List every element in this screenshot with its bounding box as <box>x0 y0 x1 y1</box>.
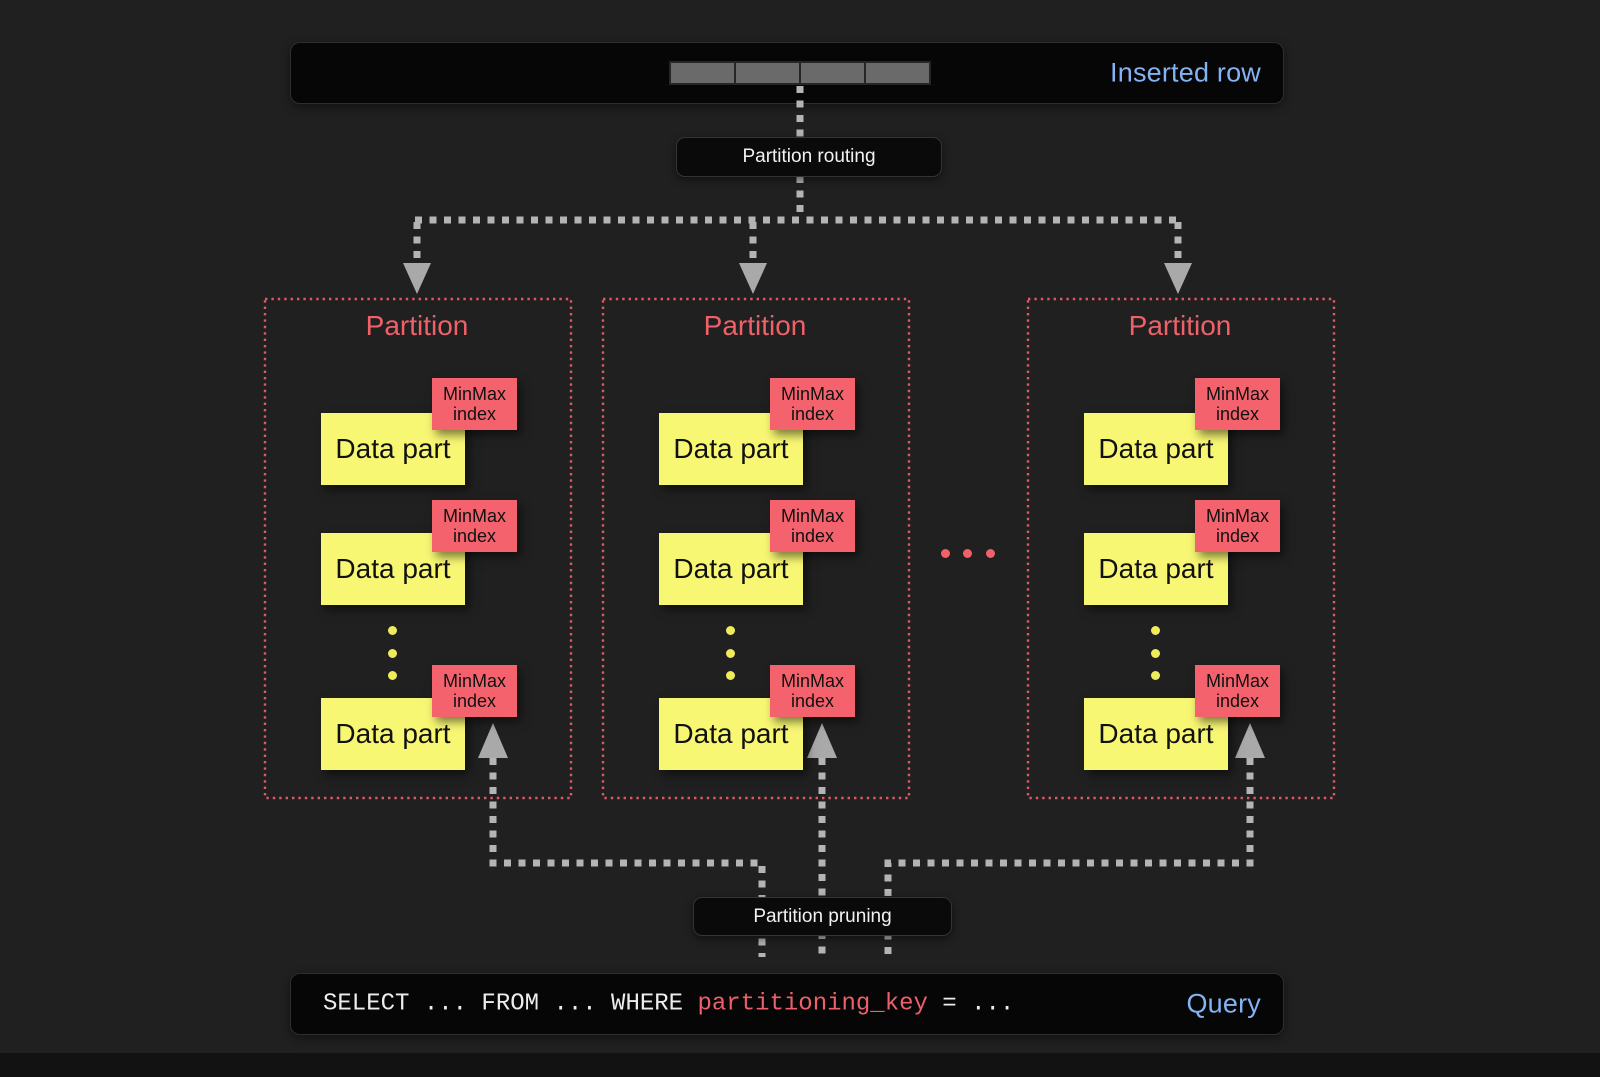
ellipsis-dot <box>941 549 950 558</box>
minmax-index-label: MinMax index <box>780 384 844 424</box>
sql-partitioning-key: partitioning_key <box>697 990 928 1018</box>
minmax-index-box: MinMax index <box>1195 378 1280 430</box>
ellipsis-dot <box>1151 671 1160 680</box>
pruning-arrowhead-left <box>478 723 508 758</box>
minmax-index-label: MinMax index <box>442 671 506 711</box>
partition: Partition Data part MinMax index Data pa… <box>264 298 570 798</box>
minmax-index-box: MinMax index <box>770 665 855 717</box>
partition: Partition Data part MinMax index Data pa… <box>602 298 908 798</box>
minmax-index-label: MinMax index <box>1205 384 1269 424</box>
data-part-label: Data part <box>335 718 451 749</box>
minmax-index-label: MinMax index <box>1205 671 1269 711</box>
partition-title: Partition <box>703 310 807 341</box>
minmax-index-box: MinMax index <box>432 500 517 552</box>
minmax-index-label: MinMax index <box>780 671 844 711</box>
query-bar: SELECT ... FROM ... WHERE partitioning_k… <box>290 973 1284 1035</box>
routing-arrowhead-left <box>403 263 431 294</box>
data-part-label: Data part <box>1098 433 1214 464</box>
inserted-row-cells <box>669 61 931 85</box>
data-part-label: Data part <box>673 718 789 749</box>
partition-title: Partition <box>1128 310 1232 341</box>
ellipsis-dot <box>1151 626 1160 635</box>
data-part-box: Data part <box>321 413 465 485</box>
routing-arrowhead-middle <box>739 263 767 294</box>
ellipsis-dot <box>726 649 735 658</box>
data-part-label: Data part <box>1098 718 1214 749</box>
data-part-label: Data part <box>335 433 451 464</box>
row-cell <box>734 61 801 85</box>
pruning-arrowhead-middle <box>807 723 837 758</box>
routing-arrowhead-right <box>1164 263 1192 294</box>
row-cell <box>669 61 736 85</box>
minmax-index-box: MinMax index <box>770 378 855 430</box>
data-part-label: Data part <box>673 553 789 584</box>
ellipsis-dot <box>986 549 995 558</box>
data-part-label: Data part <box>335 553 451 584</box>
inserted-row-label: Inserted row <box>1110 57 1261 88</box>
data-part-label: Data part <box>1098 553 1214 584</box>
bottom-band <box>0 1053 1600 1077</box>
row-cell <box>864 61 931 85</box>
minmax-index-box: MinMax index <box>432 378 517 430</box>
sql-text: SELECT ... FROM ... WHERE partitioning_k… <box>323 991 1014 1018</box>
minmax-index-box: MinMax index <box>432 665 517 717</box>
ellipsis-dot <box>388 626 397 635</box>
sql-suffix: = ... <box>927 990 1015 1018</box>
minmax-index-box: MinMax index <box>770 500 855 552</box>
minmax-index-label: MinMax index <box>780 506 844 546</box>
minmax-index-label: MinMax index <box>442 384 506 424</box>
inserted-row-bar: Inserted row <box>290 42 1284 104</box>
minmax-index-box: MinMax index <box>1195 665 1280 717</box>
pruning-arrowhead-right <box>1235 723 1265 758</box>
data-part-box: Data part <box>659 698 803 770</box>
ellipsis-dot <box>1151 649 1160 658</box>
ellipsis-dot <box>388 671 397 680</box>
partition: Partition Data part MinMax index Data pa… <box>1027 298 1333 798</box>
ellipsis-dot <box>726 671 735 680</box>
minmax-index-label: MinMax index <box>1205 506 1269 546</box>
ellipsis-dot <box>963 549 972 558</box>
minmax-index-box: MinMax index <box>1195 500 1280 552</box>
data-part-label: Data part <box>673 433 789 464</box>
partition-pruning-label: Partition pruning <box>693 897 952 936</box>
data-part-box: Data part <box>1084 413 1228 485</box>
routing-wires <box>403 86 1192 294</box>
partition-routing-label: Partition routing <box>676 137 942 177</box>
sql-prefix: SELECT ... FROM ... WHERE <box>323 990 698 1018</box>
partition-title: Partition <box>365 310 469 341</box>
ellipsis-dot <box>726 626 735 635</box>
query-label: Query <box>1186 988 1261 1019</box>
ellipsis-dot <box>388 649 397 658</box>
minmax-index-label: MinMax index <box>442 506 506 546</box>
